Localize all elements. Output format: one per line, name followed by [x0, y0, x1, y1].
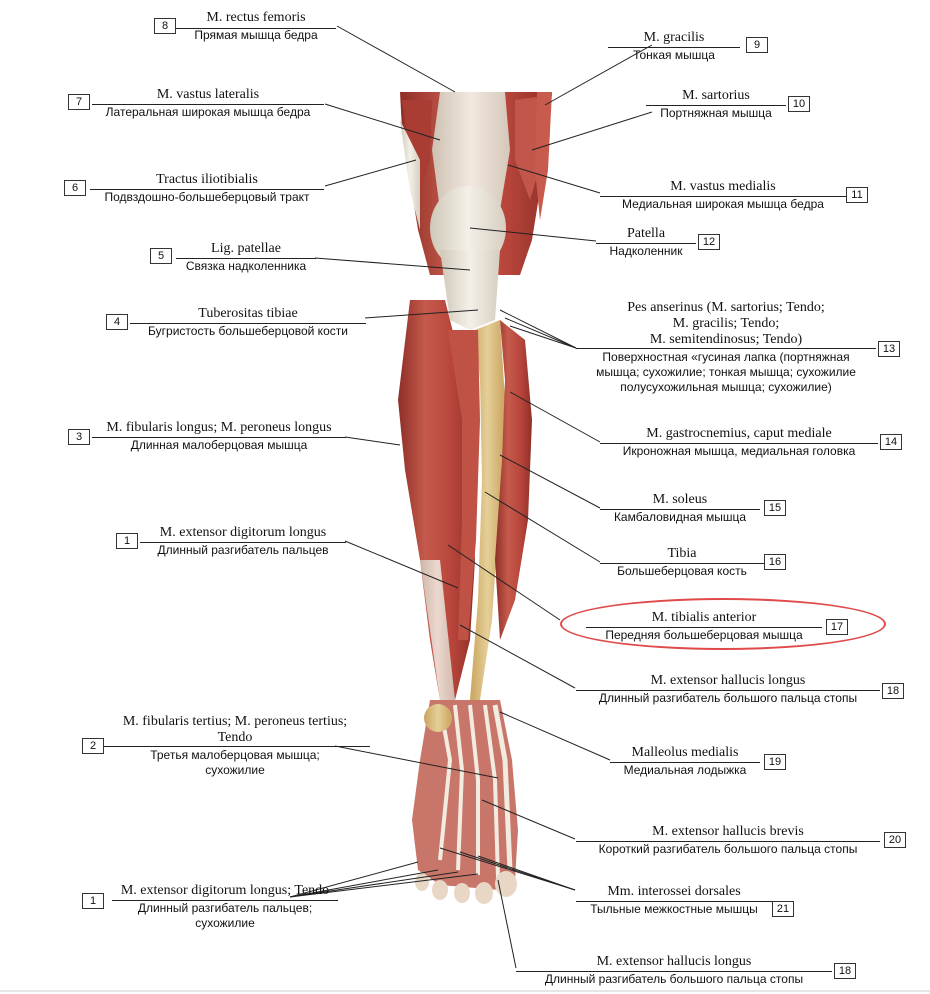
underline [576, 348, 876, 349]
number-badge: 13 [878, 341, 900, 357]
label-extensor-hallucis-longus-2: M. extensor hallucis longus Длинный разг… [516, 954, 832, 987]
underline [596, 243, 696, 244]
number-badge: 18 [882, 683, 904, 699]
label-extensor-digitorum-longus-tendo: M. extensor digitorum longus; Tendo Длин… [112, 883, 338, 931]
underline [600, 196, 846, 197]
number-badge: 4 [106, 314, 128, 330]
number-badge: 14 [880, 434, 902, 450]
label-patella: Patella Надколенник [596, 226, 696, 259]
underline [608, 47, 740, 48]
knee-region [430, 186, 506, 330]
underline [90, 189, 324, 190]
underline [576, 841, 880, 842]
underline [600, 443, 878, 444]
number-badge: 6 [64, 180, 86, 196]
number-badge: 7 [68, 94, 90, 110]
number-badge: 11 [846, 187, 868, 203]
label-lig-patellae: Lig. patellae Связка надколенника [176, 241, 316, 274]
number-badge: 21 [772, 901, 794, 917]
number-badge: 8 [154, 18, 176, 34]
number-badge: 15 [764, 500, 786, 516]
underline [576, 901, 772, 902]
underline [600, 563, 764, 564]
label-extensor-hallucis-longus: M. extensor hallucis longus Длинный разг… [576, 673, 880, 706]
label-soleus: M. soleus Камбаловидная мышца [600, 492, 760, 525]
number-badge: 20 [884, 832, 906, 848]
label-extensor-digitorum-longus: M. extensor digitorum longus Длинный раз… [140, 525, 346, 558]
underline [176, 258, 316, 259]
label-tibialis-anterior: M. tibialis anterior Передняя большеберц… [586, 610, 822, 643]
foot [412, 700, 518, 904]
underline [100, 746, 370, 747]
label-interossei-dorsales: Mm. interossei dorsales Тыльные межкостн… [576, 884, 772, 917]
highlight-ellipse [560, 598, 886, 650]
underline [176, 28, 336, 29]
number-badge: 2 [82, 738, 104, 754]
leader-lines [289, 25, 653, 969]
underline [610, 762, 760, 763]
number-badge: 3 [68, 429, 90, 445]
label-malleolus-medialis: Malleolus medialis Медиальная лодыжка [610, 745, 760, 778]
label-vastus-medialis: M. vastus medialis Медиальная широкая мы… [600, 179, 846, 212]
underline [600, 509, 760, 510]
number-badge: 18 [834, 963, 856, 979]
label-rectus-femoris: M. rectus femoris Прямая мышца бедра [176, 10, 336, 43]
number-badge: 19 [764, 754, 786, 770]
number-badge: 9 [746, 37, 768, 53]
label-fibularis-tertius: M. fibularis tertius; M. peroneus tertiu… [100, 714, 370, 778]
number-badge: 5 [150, 248, 172, 264]
number-badge: 12 [698, 234, 720, 250]
underline [92, 104, 324, 105]
label-extensor-hallucis-brevis: M. extensor hallucis brevis Короткий раз… [576, 824, 880, 857]
number-badge: 1 [116, 533, 138, 549]
label-pes-anserinus: Pes anserinus (M. sartorius; Tendo; M. g… [576, 300, 876, 395]
number-badge: 17 [826, 619, 848, 635]
label-tuberositas-tibiae: Tuberositas tibiae Бугристость большебер… [130, 306, 366, 339]
label-fibularis-longus: M. fibularis longus; M. peroneus longus … [92, 420, 346, 453]
label-tractus-iliotibialis: Tractus iliotibialis Подвздошно-большебе… [90, 172, 324, 205]
label-gracilis: M. gracilis Тонкая мышца [608, 30, 740, 63]
bottom-divider [0, 990, 930, 992]
label-vastus-lateralis: M. vastus lateralis Латеральная широкая … [92, 87, 324, 120]
lower-leg-muscles [398, 300, 532, 700]
underline [646, 105, 786, 106]
underline [576, 690, 880, 691]
underline [586, 627, 822, 628]
number-badge: 16 [764, 554, 786, 570]
label-tibia: Tibia Большеберцовая кость [600, 546, 764, 579]
underline [112, 900, 338, 901]
underline [516, 971, 832, 972]
number-badge: 10 [788, 96, 810, 112]
label-gastrocnemius: M. gastrocnemius, caput mediale Икроножн… [600, 426, 878, 459]
underline [130, 323, 366, 324]
number-badge: 1 [82, 893, 104, 909]
underline [92, 437, 346, 438]
label-sartorius: M. sartorius Портняжная мышца [646, 88, 786, 121]
underline [140, 542, 346, 543]
